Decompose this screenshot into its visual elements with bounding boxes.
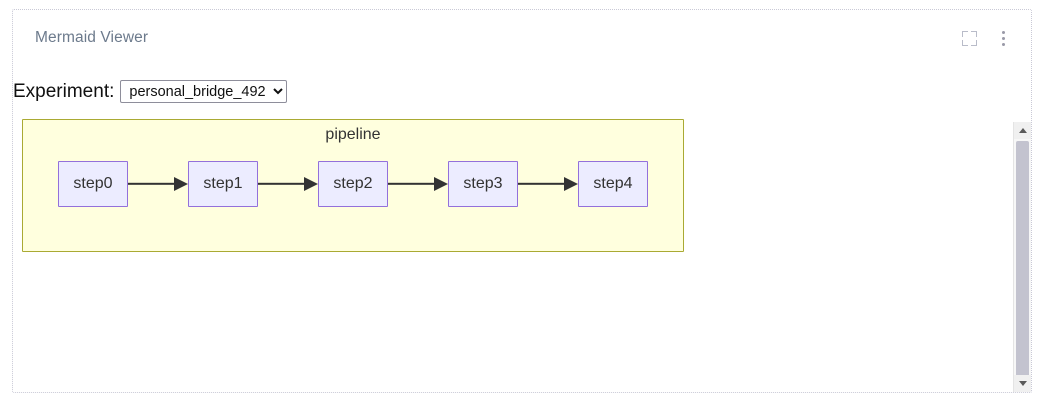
edge-step1-step2 <box>258 177 318 191</box>
vertical-scrollbar[interactable] <box>1013 122 1031 392</box>
edge-step3-step4 <box>518 177 578 191</box>
header-actions <box>957 26 1015 50</box>
node-step2[interactable]: step2 <box>318 161 388 207</box>
experiment-controls: Experiment: personal_bridge_492 <box>13 80 288 103</box>
scrollbar-down-button[interactable] <box>1014 375 1031 392</box>
node-step3[interactable]: step3 <box>448 161 518 207</box>
card-header: Mermaid Viewer <box>13 10 1031 66</box>
mermaid-viewer-card: Mermaid Viewer Experiment: personal_brid… <box>12 9 1032 393</box>
edge-step0-step1 <box>128 177 188 191</box>
chevron-down-icon <box>1018 381 1027 386</box>
flow-row: step0 step1 step2 step3 <box>23 161 683 207</box>
kebab-menu-button[interactable] <box>991 26 1015 50</box>
subgraph-pipeline: pipeline step0 step1 step2 step3 <box>22 119 684 252</box>
kebab-menu-icon <box>1001 30 1005 46</box>
chevron-up-icon <box>1018 128 1027 133</box>
page-title: Mermaid Viewer <box>35 29 149 46</box>
scrollbar-thumb[interactable] <box>1016 141 1029 392</box>
expand-icon <box>961 30 977 46</box>
node-step4[interactable]: step4 <box>578 161 648 207</box>
subgraph-title: pipeline <box>325 126 381 143</box>
card-body: Experiment: personal_bridge_492 pipeline… <box>13 66 1031 392</box>
edge-step2-step3 <box>388 177 448 191</box>
scrollbar-up-button[interactable] <box>1014 122 1031 139</box>
mermaid-diagram: pipeline step0 step1 step2 step3 <box>22 119 684 252</box>
node-step1[interactable]: step1 <box>188 161 258 207</box>
expand-button[interactable] <box>957 26 981 50</box>
experiment-label: Experiment: <box>13 80 115 102</box>
experiment-select[interactable]: personal_bridge_492 <box>120 80 288 103</box>
node-step0[interactable]: step0 <box>58 161 128 207</box>
